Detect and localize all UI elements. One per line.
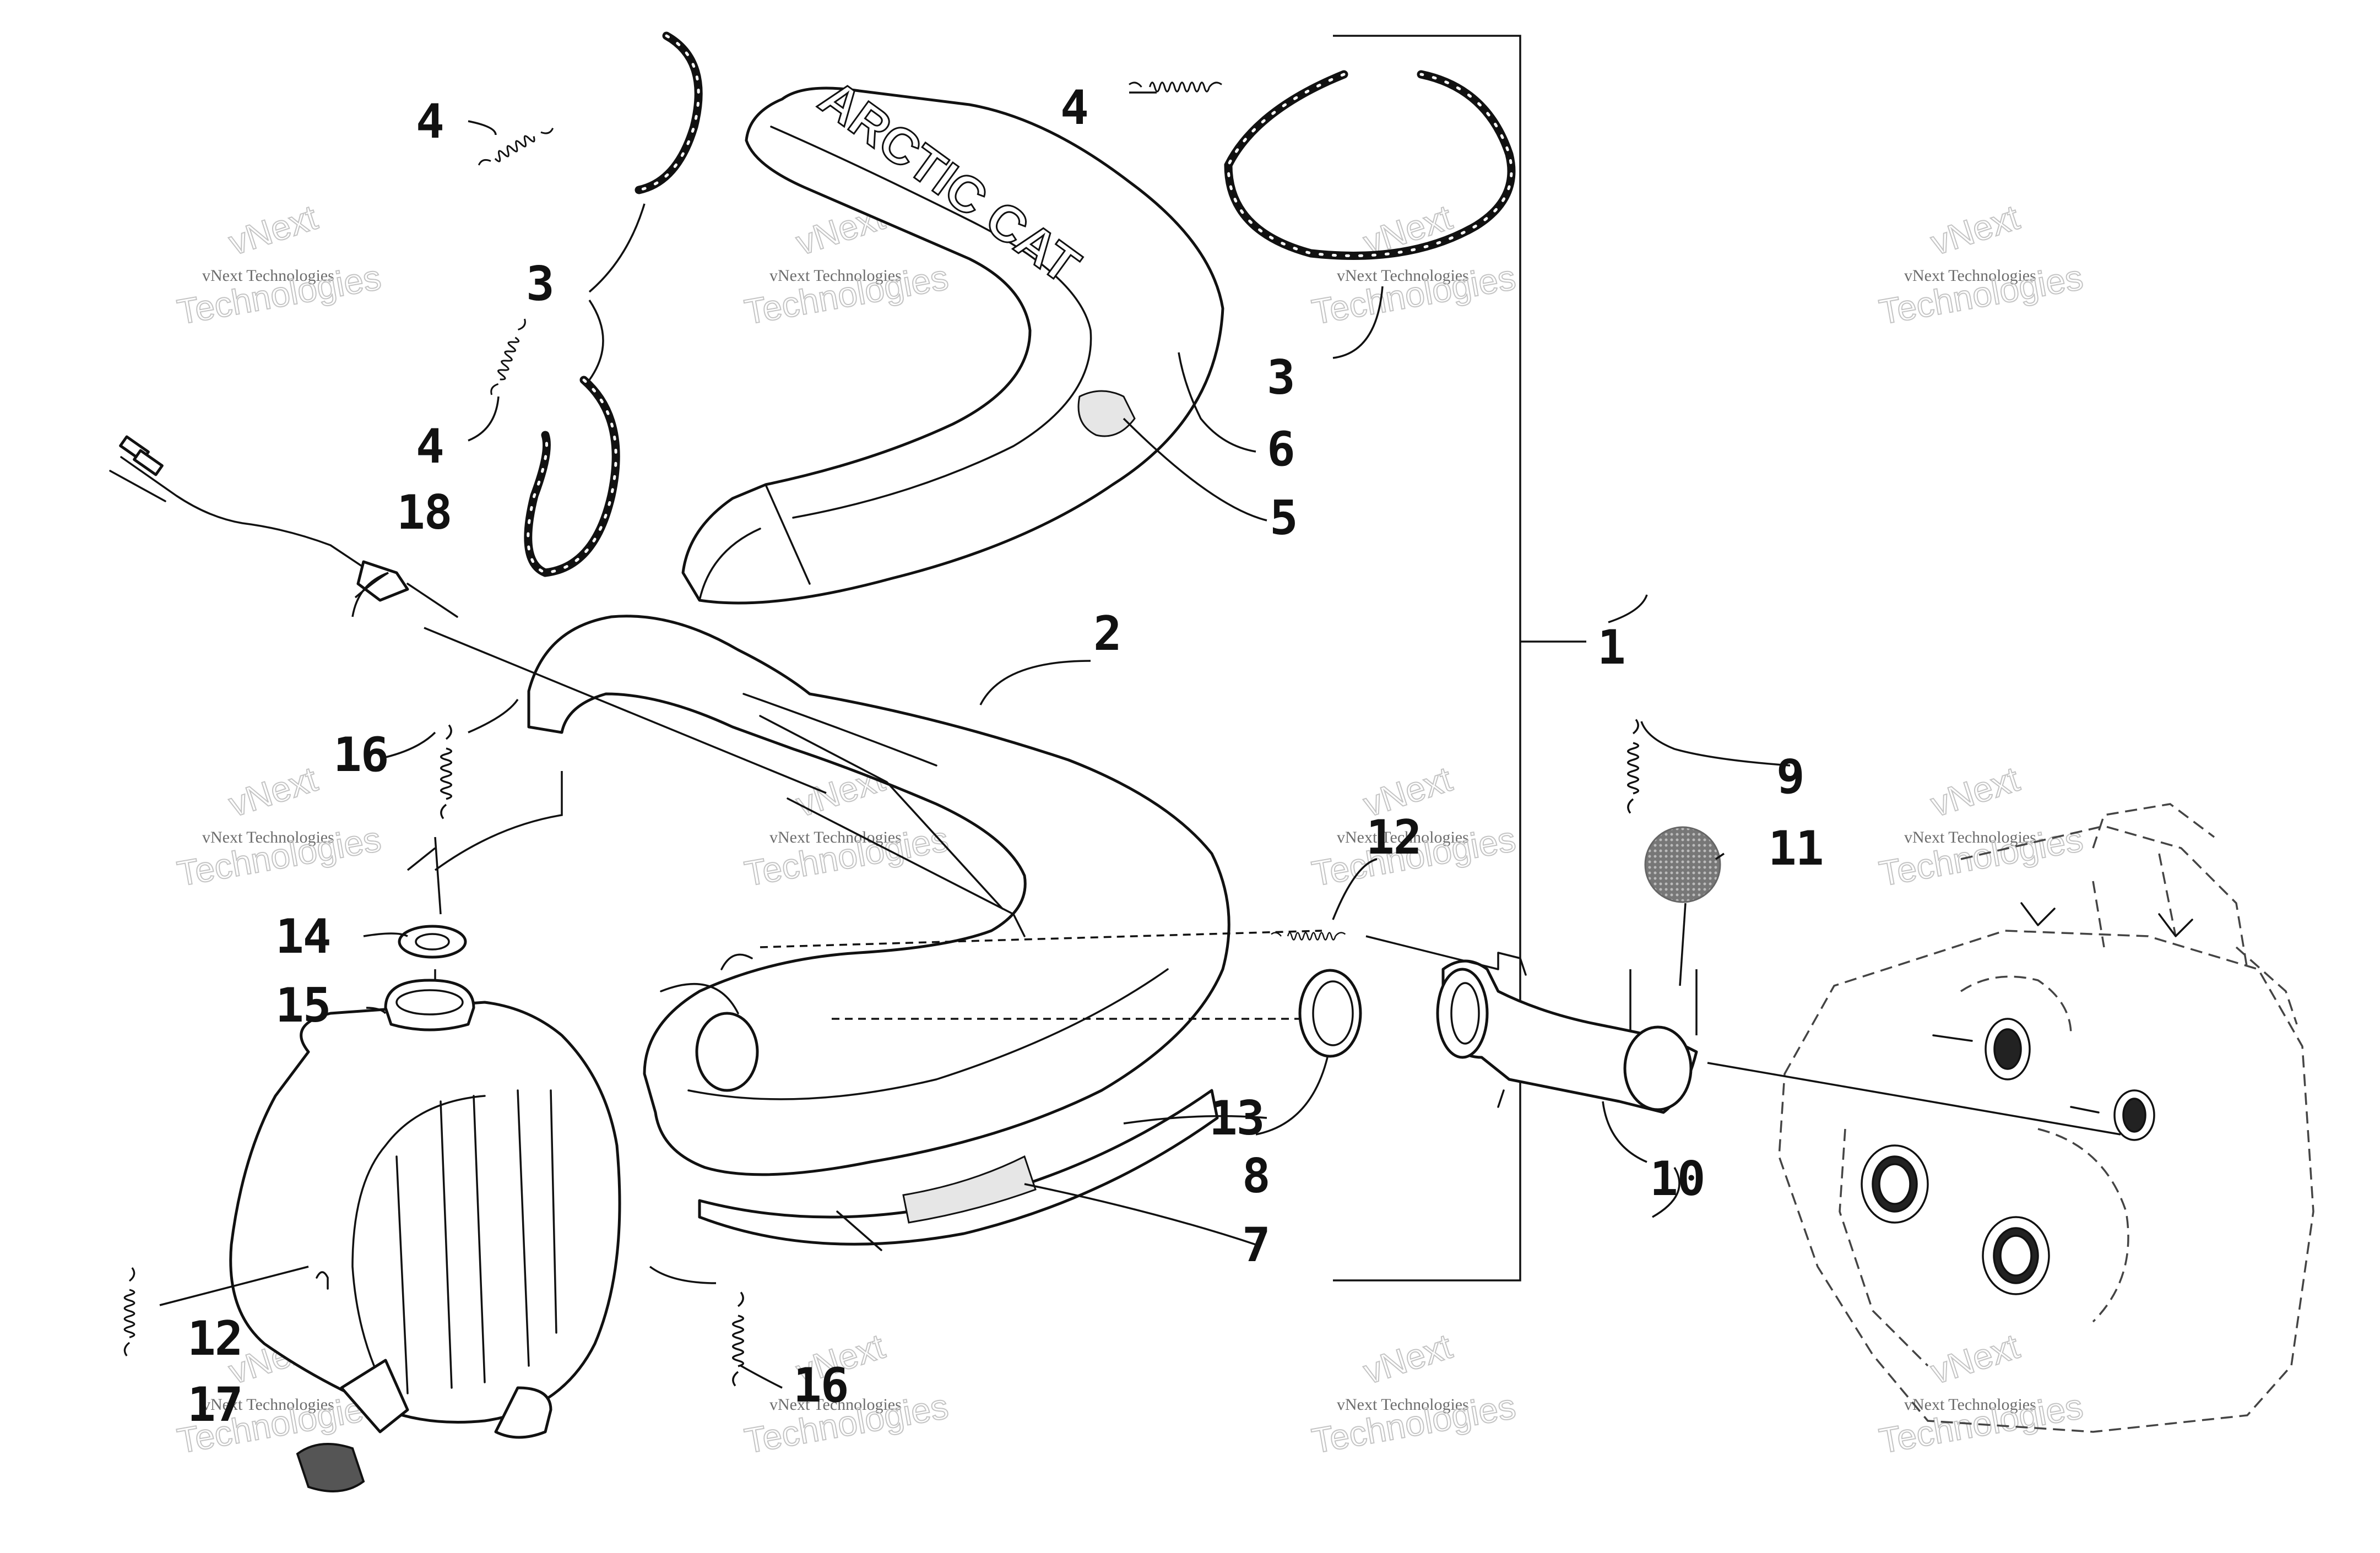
callout-2: 2	[1093, 606, 1121, 661]
callout-4-top: 4	[416, 94, 443, 149]
callout-8: 8	[1242, 1149, 1270, 1204]
callout-13: 13	[1209, 1091, 1264, 1146]
callout-14: 14	[275, 909, 330, 964]
callout-4-mid: 4	[416, 419, 443, 474]
callout-labels: 1 2 3 3 4 4 4 5 6 7 8 9 10 11 12 12 13 1…	[187, 80, 1824, 1432]
engine-ghost	[1778, 803, 2314, 1433]
egt-sensor	[109, 435, 458, 618]
watermark-small: vNext Technologies	[1904, 828, 2036, 846]
callout-5: 5	[1270, 491, 1297, 546]
expansion-chamber	[527, 615, 1230, 1251]
callout-7: 7	[1242, 1218, 1270, 1273]
callout-10: 10	[1650, 1152, 1705, 1207]
silencer	[229, 979, 621, 1439]
watermark-small: vNext Technologies	[769, 828, 902, 846]
assembly-bracket	[1333, 35, 1586, 1282]
watermark-small: vNext Technologies	[202, 1395, 334, 1414]
chain-straps	[524, 31, 1516, 577]
watermark-small: vNext Technologies	[1337, 828, 1469, 846]
silencer-gasket	[398, 925, 467, 959]
watermark-small: vNext Technologies	[769, 1395, 902, 1414]
callout-17: 17	[187, 1377, 242, 1432]
cap-plug	[1644, 826, 1721, 903]
y-pipe	[1436, 952, 1698, 1114]
watermark-small: vNext Technologies	[202, 267, 334, 285]
callout-3-right: 3	[1267, 350, 1294, 405]
watermark-small: vNext Technologies	[1337, 267, 1469, 285]
callout-16-left: 16	[333, 727, 388, 783]
leader-lines	[159, 91, 2121, 1389]
watermark-small: vNext Technologies	[769, 267, 902, 285]
callout-12-right: 12	[1366, 810, 1421, 865]
heat-shield-mesh-pad	[1077, 390, 1136, 437]
coupler-ring	[1298, 969, 1362, 1058]
callout-3-left: 3	[526, 257, 554, 312]
callout-9: 9	[1776, 750, 1804, 805]
watermark-small: vNext Technologies	[1904, 1395, 2036, 1414]
callout-6: 6	[1267, 422, 1294, 477]
callout-15: 15	[275, 978, 330, 1033]
watermark-small: vNext Technologies	[202, 828, 334, 846]
callout-1: 1	[1597, 620, 1625, 675]
callout-11: 11	[1768, 821, 1823, 876]
callout-4-right: 4	[1060, 80, 1088, 135]
callout-18: 18	[397, 485, 452, 540]
callout-16-right: 16	[793, 1358, 848, 1413]
watermark-small: vNext Technologies	[1904, 267, 2036, 285]
watermark-small: vNext Technologies	[1337, 1395, 1469, 1414]
mount-bracket	[296, 1359, 409, 1492]
callout-12-left: 12	[187, 1311, 242, 1366]
